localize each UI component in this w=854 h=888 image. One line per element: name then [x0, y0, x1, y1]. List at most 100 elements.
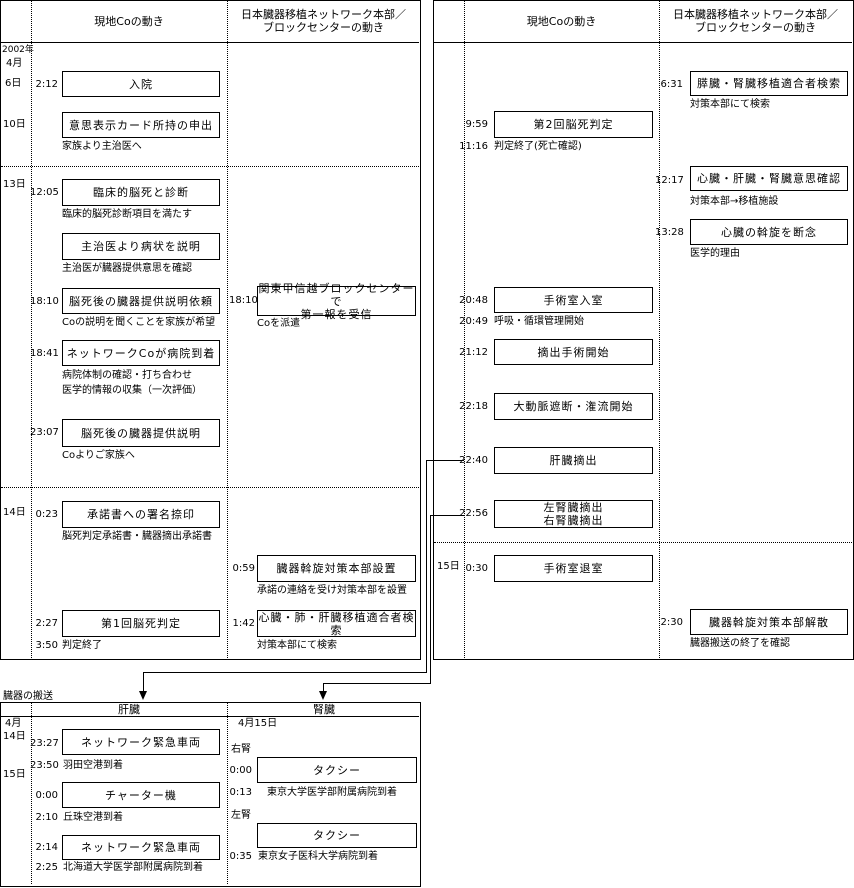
- event-time-end: 23:50: [30, 760, 59, 771]
- left-column-divider: [227, 1, 228, 658]
- event-box: 心臓の斡旋を断念: [690, 219, 848, 245]
- event-time: 12:05: [30, 187, 59, 198]
- date-label-day10: 10日: [3, 119, 26, 130]
- transport-left-kidney-label: 左腎: [231, 810, 251, 821]
- connector-liver-horizontal: [143, 672, 427, 673]
- right-date-column-divider: [464, 1, 465, 658]
- right-panel-header-network: 日本臓器移植ネットワーク本部／ ブロックセンターの動き: [673, 8, 838, 34]
- event-note: Coの説明を聞くことを家族が希望: [62, 317, 216, 328]
- event-note: 判定終了: [62, 640, 102, 651]
- event-time: 0:59: [232, 563, 255, 574]
- transport-date-column-divider: [31, 703, 32, 884]
- connector-kidney-horizontal: [323, 683, 431, 684]
- event-box: 手術室入室: [494, 287, 653, 313]
- arrow-down-liver-icon: [139, 691, 147, 700]
- transport-header-kidney: 腎臓: [313, 703, 335, 716]
- left-panel-frame: [0, 0, 421, 660]
- event-time: 23:07: [30, 427, 59, 438]
- transport-header-divider: [1, 716, 419, 717]
- event-box: ネットワークCoが病院到着: [62, 340, 220, 366]
- right-day15-separator: [434, 542, 852, 543]
- event-box: ネットワーク緊急車両: [62, 729, 220, 755]
- right-panel-header-local: 現地Coの動き: [526, 15, 597, 28]
- transport-header-liver: 肝臓: [118, 703, 140, 716]
- transport-title: 臓器の搬送: [3, 691, 53, 702]
- event-box: 肝臓摘出: [494, 447, 653, 474]
- event-time: 0:30: [465, 563, 488, 574]
- event-note: 北海道大学医学部附属病院到着: [63, 862, 203, 873]
- event-time-end: 2:25: [35, 862, 58, 873]
- transport-right-kidney-label: 右腎: [231, 744, 251, 755]
- event-box: 脳死後の臓器提供説明: [62, 419, 220, 447]
- event-time-end: 11:16: [459, 141, 488, 152]
- left-header-divider: [1, 42, 419, 43]
- connector-liver-vertical: [426, 460, 427, 672]
- left-day13-separator: [1, 166, 419, 167]
- left-panel-header-network: 日本臓器移植ネットワーク本部／ ブロックセンターの動き: [241, 8, 406, 34]
- connector-kidney-stub: [430, 515, 464, 516]
- connector-liver-stub: [426, 460, 464, 461]
- left-panel-header-local: 現地Coの動き: [94, 15, 164, 28]
- event-time: 18:10: [229, 295, 258, 306]
- connector-kidney-drop: [323, 683, 324, 691]
- date-label-day15: 15日: [437, 561, 460, 572]
- event-box: 関東甲信越ブロックセンターで 第一報を受信: [257, 281, 416, 321]
- event-time-end: 0:35: [229, 851, 252, 862]
- event-box: 入院: [62, 71, 220, 97]
- event-box: タクシー: [257, 757, 417, 783]
- date-label-day13: 13日: [3, 179, 26, 190]
- event-time-end: 3:50: [35, 640, 58, 651]
- right-panel-frame: [433, 0, 854, 660]
- connector-liver-drop: [143, 672, 144, 691]
- event-time: 20:48: [459, 295, 488, 306]
- event-note: 対策本部→移植施設: [690, 196, 779, 207]
- event-time: 22:40: [459, 455, 488, 466]
- event-box: 主治医より病状を説明: [62, 233, 220, 260]
- event-time: 6:31: [660, 79, 683, 90]
- connector-kidney-vertical: [430, 515, 431, 683]
- event-box: 臓器斡旋対策本部設置: [257, 555, 416, 582]
- event-time-end: 0:13: [229, 787, 252, 798]
- event-box: 第2回脳死判定: [494, 111, 653, 138]
- event-note: 丘珠空港到着: [63, 812, 123, 823]
- event-note: 羽田空港到着: [63, 760, 123, 771]
- date-label-day14: 14日: [3, 507, 26, 518]
- event-box: 摘出手術開始: [494, 339, 653, 365]
- event-note: 医学的理由: [690, 248, 740, 259]
- transport-date-day15: 15日: [3, 769, 26, 780]
- date-label-year: 2002年: [2, 45, 34, 55]
- event-note: 臨床的脳死診断項目を満たす: [62, 209, 192, 220]
- transport-kidney-date: 4月15日: [238, 718, 278, 729]
- event-time: 13:28: [655, 227, 684, 238]
- event-time: 0:23: [35, 509, 58, 520]
- right-column-divider: [659, 1, 660, 658]
- event-box: 大動脈遮断・潅流開始: [494, 393, 653, 420]
- event-time: 2:14: [35, 842, 58, 853]
- event-box: 心臓・肺・肝臓移植適合者検索: [257, 610, 416, 637]
- event-note: 対策本部にて検索: [257, 640, 337, 651]
- event-box: 第1回脳死判定: [62, 610, 220, 637]
- event-box: 承諾書への署名捺印: [62, 501, 220, 528]
- event-time: 1:42: [232, 618, 255, 629]
- event-note: 脳死判定承諾書・臓器摘出承諾書: [62, 531, 212, 542]
- event-box: 心臓・肝臓・腎臓意思確認: [690, 166, 848, 191]
- event-time: 22:56: [459, 508, 488, 519]
- event-time: 0:00: [229, 765, 252, 776]
- event-note: 対策本部にて検索: [690, 99, 770, 110]
- event-box: 意思表示カード所持の申出: [62, 112, 220, 138]
- event-box: 脳死後の臓器提供説明依頼: [62, 288, 220, 314]
- event-time: 2:30: [660, 617, 683, 628]
- event-time-end: 20:49: [459, 316, 488, 327]
- transport-date-day14: 14日: [3, 731, 26, 742]
- event-box: 臓器斡旋対策本部解散: [690, 609, 848, 635]
- date-label-month: 4月: [6, 58, 23, 69]
- event-note: 呼吸・循環管理開始: [494, 316, 584, 327]
- event-box: 臨床的脳死と診断: [62, 179, 220, 206]
- left-date-column-divider: [31, 1, 32, 658]
- event-time: 18:41: [30, 348, 59, 359]
- event-box: タクシー: [257, 823, 417, 848]
- event-time-end: 2:10: [35, 812, 58, 823]
- event-time: 2:27: [35, 618, 58, 629]
- transport-column-divider: [227, 703, 228, 884]
